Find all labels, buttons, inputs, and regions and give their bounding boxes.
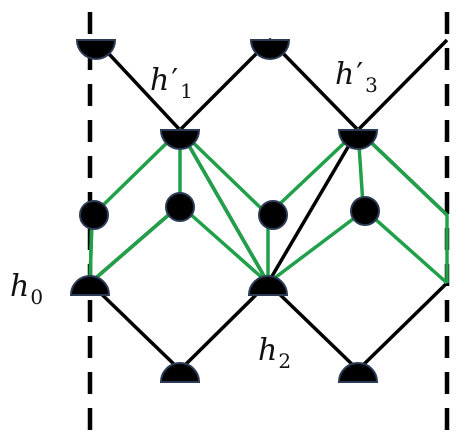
node-h2 bbox=[247, 275, 289, 296]
label-h2: h2 bbox=[258, 333, 291, 373]
node-bottom-2 bbox=[337, 362, 379, 383]
node-h0 bbox=[69, 275, 111, 296]
circle-node-3 bbox=[258, 200, 288, 230]
node-bottom-1 bbox=[159, 362, 201, 383]
circle-node-4 bbox=[350, 196, 380, 226]
circle-node-2 bbox=[165, 192, 195, 222]
green-upper-path bbox=[91, 128, 449, 283]
node-top-1 bbox=[75, 39, 117, 60]
label-h3-prime: h′3 bbox=[335, 57, 378, 97]
circle-nodes bbox=[79, 192, 380, 230]
node-mid-2 bbox=[337, 129, 379, 150]
green-diagonal-1 bbox=[178, 129, 270, 284]
label-h0: h0 bbox=[10, 269, 43, 309]
node-mid-1 bbox=[159, 129, 201, 150]
node-top-2 bbox=[249, 39, 291, 60]
label-h1-prime: h′1 bbox=[150, 63, 193, 103]
semicircle-nodes bbox=[69, 39, 379, 383]
circle-node-1 bbox=[79, 200, 109, 230]
